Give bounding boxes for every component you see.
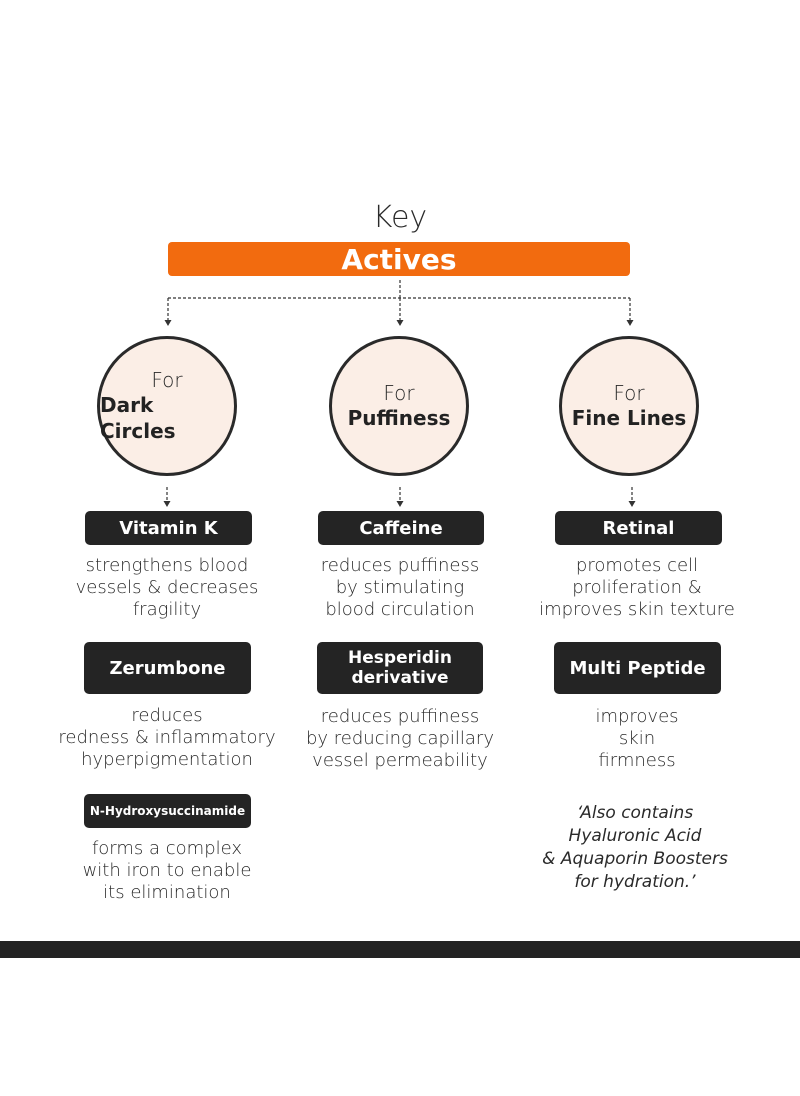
footer-bar (0, 941, 800, 958)
actives-label: Actives (341, 242, 457, 276)
arrowhead (626, 320, 634, 326)
desc-vitamin-k: strengthens blood vessels & decreases fr… (75, 555, 259, 620)
circle-topic: Dark Circles (100, 393, 176, 443)
desc-zerumbone: reduces redness & inflammatory hyperpigm… (58, 705, 276, 770)
circle-topic: Fine Lines (571, 406, 687, 430)
actives-banner: Actives (168, 242, 630, 276)
circle-dark-circles: For Dark Circles (97, 336, 237, 476)
pill-label: Hesperidin derivative (348, 648, 452, 688)
pill-label: N-Hydroxysuccinamide (89, 804, 246, 818)
pill-label: Caffeine (359, 517, 443, 539)
key-title: Key (372, 200, 428, 235)
pill-label: Retinal (602, 517, 675, 539)
pill-hesperidin-derivative: Hesperidin derivative (317, 642, 483, 694)
circle-fine-lines: For Fine Lines (559, 336, 699, 476)
pill-multi-peptide: Multi Peptide (554, 642, 721, 694)
circle-topic: Puffiness (347, 406, 451, 430)
arrowhead (163, 501, 171, 507)
circle-puffiness: For Puffiness (329, 336, 469, 476)
pill-label: Zerumbone (109, 657, 226, 679)
circle-for-label: For (383, 381, 415, 405)
hydration-note: ‘Also contains Hyaluronic Acid & Aquapor… (542, 803, 728, 892)
pill-zerumbone: Zerumbone (84, 642, 251, 694)
pill-label: Multi Peptide (569, 657, 706, 679)
pill-label: Vitamin K (119, 517, 218, 539)
pill-retinal: Retinal (555, 511, 722, 545)
arrowhead (164, 320, 172, 326)
desc-hesperidin-derivative: reduces puffiness by reducing capillary … (306, 706, 494, 771)
desc-n-hydroxysuccinamide: forms a complex with iron to enable its … (82, 838, 252, 903)
pill-caffeine: Caffeine (318, 511, 484, 545)
circle-for-label: For (613, 381, 645, 405)
desc-multi-peptide: improves skin firmness (595, 706, 679, 771)
desc-retinal: promotes cell proliferation & improves s… (539, 555, 735, 620)
pill-n-hydroxysuccinamide: N-Hydroxysuccinamide (84, 794, 251, 828)
arrowhead (396, 501, 404, 507)
circle-for-label: For (151, 368, 183, 392)
arrowhead (396, 320, 404, 326)
arrowhead (628, 501, 636, 507)
pill-vitamin-k: Vitamin K (85, 511, 252, 545)
desc-caffeine: reduces puffiness by stimulating blood c… (320, 555, 480, 620)
